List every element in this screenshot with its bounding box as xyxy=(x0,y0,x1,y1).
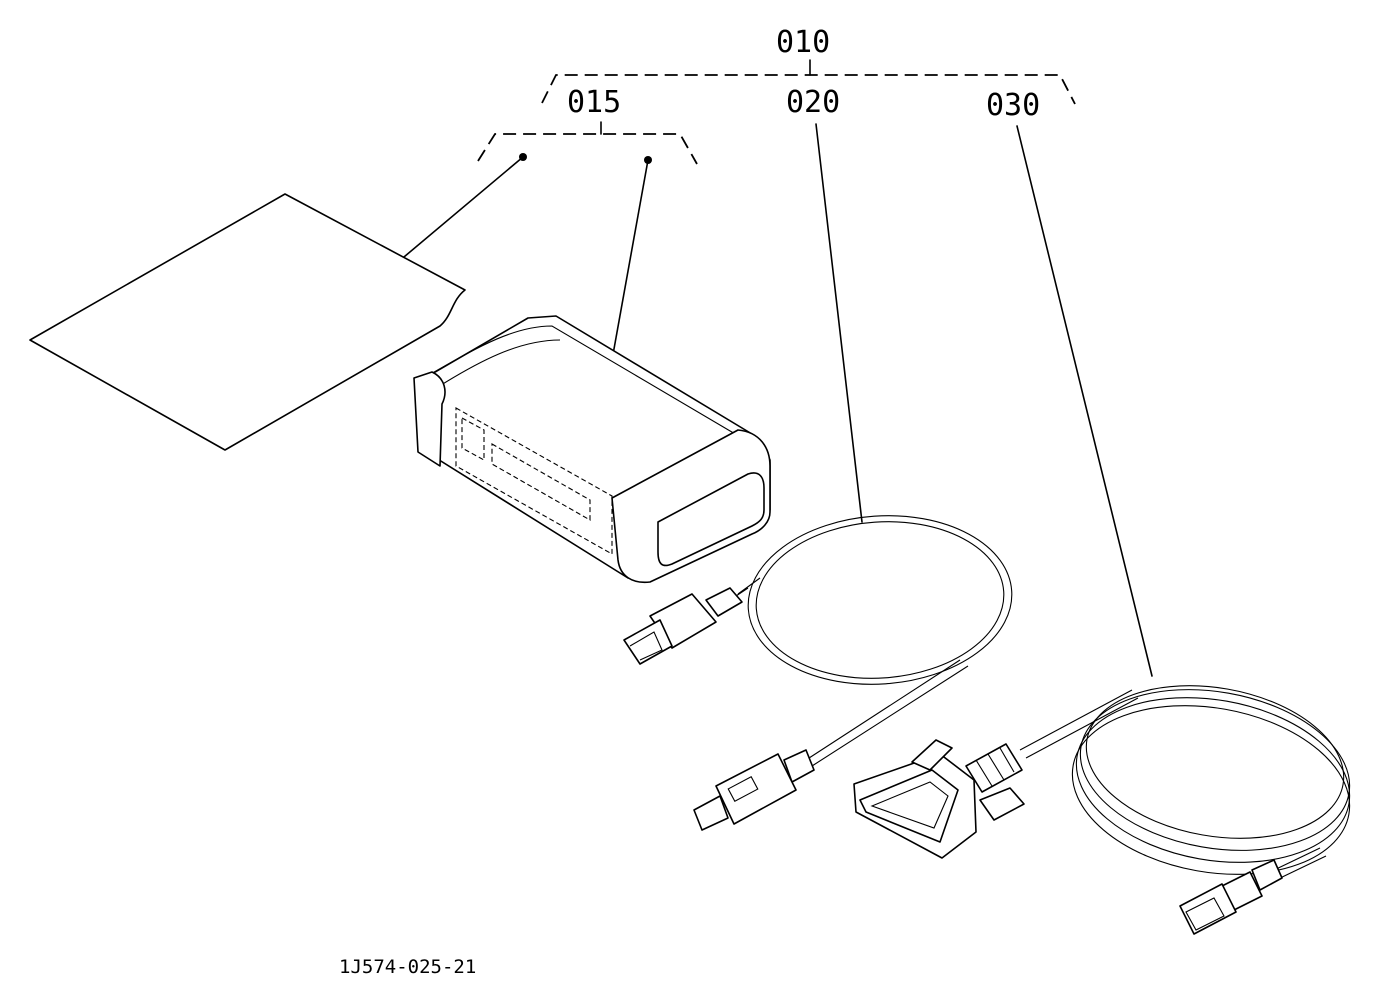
dsub-connector xyxy=(853,739,1025,859)
label-030: 030 xyxy=(986,88,1040,123)
label-020: 020 xyxy=(786,85,840,120)
bracket-015 xyxy=(477,121,698,165)
leader-interface xyxy=(611,159,649,361)
leader-document xyxy=(397,156,524,263)
diagnostic-cable xyxy=(1019,685,1351,881)
usb-cable xyxy=(729,515,1013,767)
label-010: 010 xyxy=(776,25,830,60)
leader-diagnostic-cable xyxy=(1016,125,1153,677)
diagnostic-plug xyxy=(1179,859,1283,935)
bracket-010 xyxy=(541,59,1076,105)
usb-a-connector xyxy=(623,587,743,665)
leader-usb-cable xyxy=(815,123,863,523)
interface-module xyxy=(413,315,771,584)
usb-b-connector xyxy=(693,749,815,831)
instruction-sheet xyxy=(29,193,466,451)
label-015: 015 xyxy=(567,85,621,120)
leader-lines xyxy=(397,123,1153,677)
figure-code: 1J574-025-21 xyxy=(339,956,476,978)
